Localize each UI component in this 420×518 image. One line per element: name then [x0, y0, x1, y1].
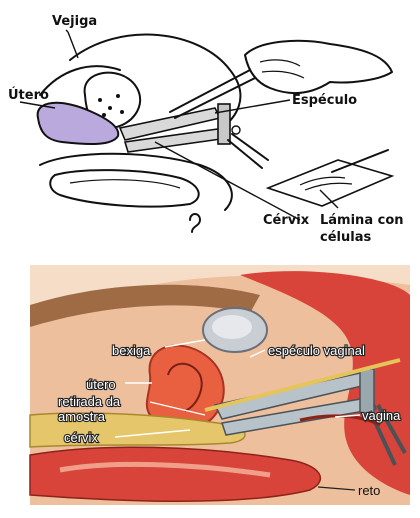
- label-vagina: vagina: [362, 408, 401, 423]
- label-cervix-b: cérvix: [64, 430, 98, 445]
- label-bladder: Vejiga: [52, 14, 97, 29]
- speculum-drawing: [120, 104, 268, 168]
- label-slide-line2: células: [320, 230, 371, 245]
- label-retirada-line2: amostra: [58, 409, 106, 424]
- speculum-exam-line-drawing: Vejiga Útero Espéculo Cérvix Lámina con …: [0, 0, 420, 260]
- leader-bladder-start: [66, 30, 68, 32]
- label-bexiga: bexiga: [112, 343, 151, 358]
- bladder-texture: [98, 94, 124, 117]
- leader-bladder: [68, 32, 78, 58]
- abdominal-wall: [40, 66, 120, 95]
- speculum-exam-color-illustration: bexiga espéculo vaginal útero retirada d…: [0, 265, 420, 518]
- uterus-shape: [38, 103, 119, 144]
- label-reto: reto: [358, 483, 380, 498]
- rectum-inner: [70, 180, 180, 188]
- label-uterus: Útero: [8, 87, 49, 103]
- bladder-highlight: [212, 315, 252, 339]
- label-speculum: Espéculo: [292, 93, 357, 108]
- hook-mark: [190, 214, 200, 232]
- bottom-illustration: bexiga espéculo vaginal útero retirada d…: [0, 265, 420, 518]
- pelvic-floor: [40, 154, 232, 210]
- label-especulo-vaginal: espéculo vaginal: [268, 343, 365, 358]
- top-illustration: Vejiga Útero Espéculo Cérvix Lámina con …: [0, 0, 420, 260]
- glass-slide-drawing: [268, 150, 392, 206]
- label-slide-line1: Lámina con: [320, 213, 404, 228]
- label-retirada-line1: retirada da: [58, 394, 121, 409]
- label-cervix: Cérvix: [263, 213, 310, 228]
- rectum-shape: [50, 170, 198, 207]
- gloved-hand-drawing: [170, 41, 392, 118]
- label-utero: útero: [86, 377, 116, 392]
